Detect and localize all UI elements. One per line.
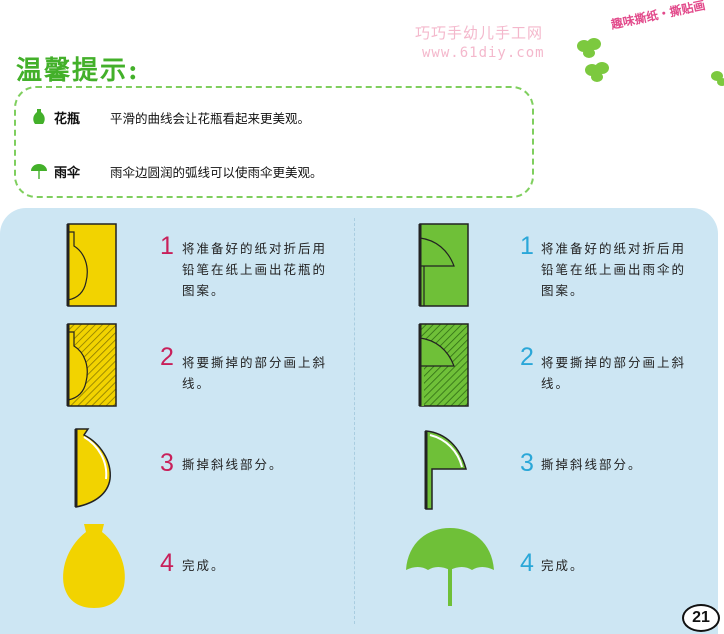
umbrella-icon <box>30 162 48 180</box>
umbrella-finished-icon <box>404 524 496 610</box>
tip-vase: 花瓶 平滑的曲线会让花瓶看起来更美观。 <box>30 106 310 128</box>
tip-umbrella: 雨伞 雨伞边圆润的弧线可以使雨伞更美观。 <box>30 160 323 182</box>
vase-finished-icon <box>58 522 130 610</box>
tips-title: 温馨提示: <box>16 50 140 87</box>
vase-step-number-4: 4 <box>160 551 174 576</box>
umbrella-step2-hatched-paper <box>414 322 474 408</box>
vase-step-text-1: 将准备好的纸对折后用铅笔在纸上画出花瓶的图案。 <box>182 238 332 301</box>
umbrella-step-text-2: 将要撕掉的部分画上斜线。 <box>541 352 691 394</box>
umbrella-step-number-3: 3 <box>520 451 534 476</box>
umbrella-step-text-3: 撕掉斜线部分。 <box>541 454 691 475</box>
umbrella-step-text-4: 完成。 <box>541 555 691 576</box>
vase-step-number-2: 2 <box>160 345 174 370</box>
vase-step-number-3: 3 <box>160 451 174 476</box>
vase-step-text-4: 完成。 <box>182 555 332 576</box>
umbrella-step-number-1: 1 <box>520 234 534 259</box>
watermark-title: 巧巧手幼儿手工网 <box>415 22 543 43</box>
vase-step2-hatched-paper <box>62 322 122 408</box>
vase-step-text-3: 撕掉斜线部分。 <box>182 454 332 475</box>
tip-text-vase: 平滑的曲线会让花瓶看起来更美观。 <box>110 108 310 127</box>
tip-term-umbrella: 雨伞 <box>54 162 102 181</box>
umbrella-step-number-2: 2 <box>520 345 534 370</box>
vase-step-number-1: 1 <box>160 234 174 259</box>
vase-step3-torn-half <box>66 425 126 511</box>
vase-step1-folded-paper <box>62 222 122 308</box>
watermark-url: www.61diy.com <box>422 45 545 61</box>
vase-icon <box>30 108 48 126</box>
tip-term-vase: 花瓶 <box>54 108 102 127</box>
umbrella-step-number-4: 4 <box>520 551 534 576</box>
umbrella-step1-folded-paper <box>414 222 474 308</box>
umbrella-step3-torn-half <box>418 425 478 511</box>
page-number: 21 <box>682 604 720 632</box>
panel-divider <box>354 218 355 624</box>
umbrella-step-text-1: 将准备好的纸对折后用铅笔在纸上画出雨伞的图案。 <box>541 238 691 301</box>
vase-step-text-2: 将要撕掉的部分画上斜线。 <box>182 352 332 394</box>
tip-text-umbrella: 雨伞边圆润的弧线可以使雨伞更美观。 <box>110 162 323 181</box>
butterfly-decoration-icon <box>572 26 724 86</box>
